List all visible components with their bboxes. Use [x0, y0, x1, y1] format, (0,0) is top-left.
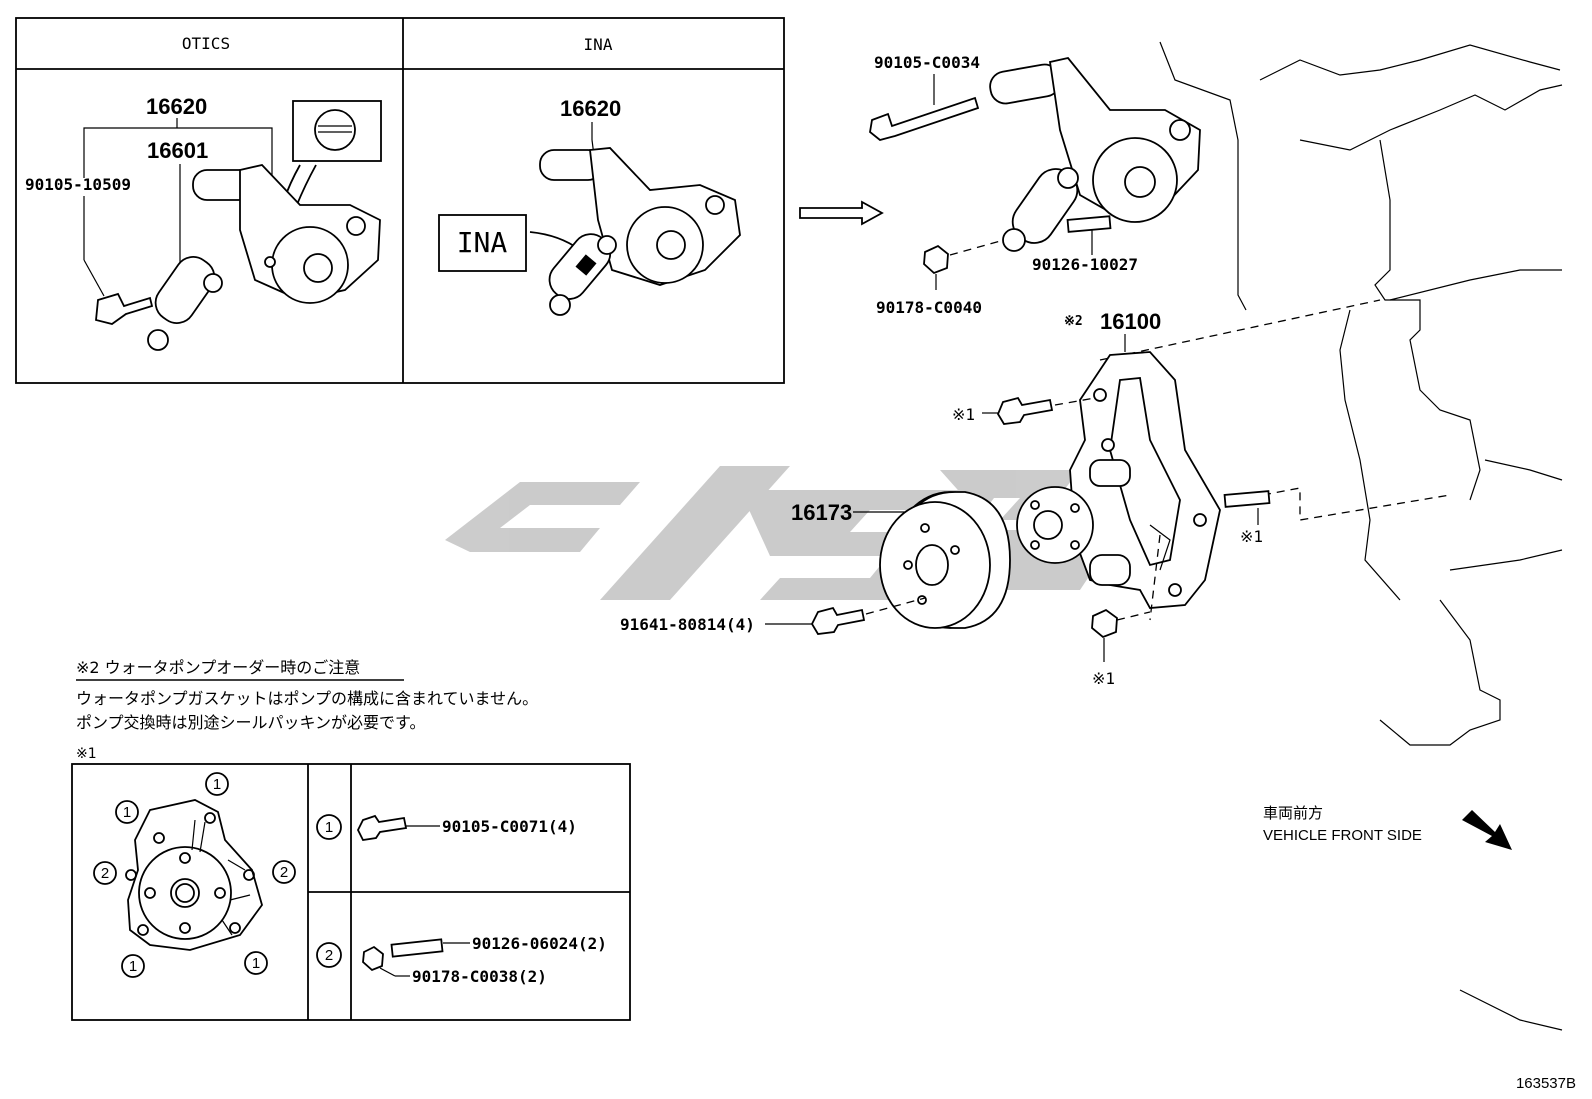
label-16100: 16100: [1100, 309, 1161, 334]
nut-mark1-lower: [1091, 608, 1118, 639]
loc-1-c: 1: [129, 958, 137, 975]
loc-1-b: 1: [123, 804, 131, 821]
nut-top: [923, 244, 949, 275]
label-91641-80814: 91641-80814(4): [620, 615, 755, 634]
tensioner-assembly: [989, 57, 1201, 252]
header-otics: OTICS: [182, 34, 230, 53]
loc-1-d: 1: [252, 955, 260, 972]
figure-id: 163537B: [1516, 1075, 1576, 1092]
pulley: [879, 491, 1011, 629]
otics-part-16620: 16620: [146, 94, 207, 119]
row-1-number: 1: [325, 819, 333, 836]
mark-1-bolt-upper: ※1: [952, 405, 975, 424]
table-mark: ※1: [76, 746, 97, 762]
explode-arrow: [799, 200, 884, 226]
note-line-2: ポンプ交換時は別途シールパッキンが必要です。: [76, 713, 425, 732]
stud-mark1-right: [1223, 490, 1271, 508]
loc-2-b: 2: [280, 864, 288, 881]
front-direction-arrow-icon: [1462, 810, 1512, 850]
orientation-en: VEHICLE FRONT SIDE: [1263, 827, 1422, 844]
row-1-part: 90105-C0071(4): [442, 817, 577, 836]
fastener-table: 1 1 2 2 1 1 1 90105-C0071(4) 2 90126-060…: [71, 763, 631, 1021]
loc-2-a: 2: [101, 865, 109, 882]
label-90105-C0034: 90105-C0034: [874, 53, 980, 72]
row-2-part-nut: 90178-C0038(2): [412, 967, 547, 986]
ina-part-16620: 16620: [560, 96, 621, 121]
label-90126-10027: 90126-10027: [1032, 255, 1138, 274]
label-16173: 16173: [791, 500, 852, 525]
otics-bolt-label: 90105-10509: [25, 175, 131, 194]
bolt-top: [869, 96, 980, 141]
header-ina: INA: [584, 35, 613, 54]
otics-tensioner: [95, 164, 381, 351]
note-line-1: ウォータポンプガスケットはポンプの構成に含まれていません。: [76, 689, 538, 708]
water-pump: [1016, 351, 1221, 621]
bolt-pulley: [810, 606, 866, 635]
inset-variant-box: OTICS INA 16620 16601 90105-10509: [15, 17, 785, 384]
row-2-part-stud: 90126-06024(2): [472, 934, 607, 953]
otics-part-16601: 16601: [147, 138, 208, 163]
engine-block-outline: [1159, 41, 1563, 1031]
ina-tensioner: [539, 147, 741, 316]
mark-1-nut: ※1: [1092, 669, 1115, 688]
bolt-mark1-upper: [996, 396, 1054, 425]
row-2-number: 2: [325, 947, 333, 964]
loc-1-a: 1: [213, 776, 221, 793]
note-title: ※2 ウォータポンプオーダー時のご注意: [76, 658, 360, 677]
ina-label: INA: [457, 226, 508, 259]
mark-pump-2: ※2: [1064, 314, 1083, 329]
label-90178-C0040: 90178-C0040: [876, 298, 982, 317]
pump-bolt-locations: 1 1 2 2 1 1: [93, 772, 296, 978]
orientation-jp: 車両前方: [1263, 804, 1323, 822]
mark-1-stud: ※1: [1240, 527, 1263, 546]
